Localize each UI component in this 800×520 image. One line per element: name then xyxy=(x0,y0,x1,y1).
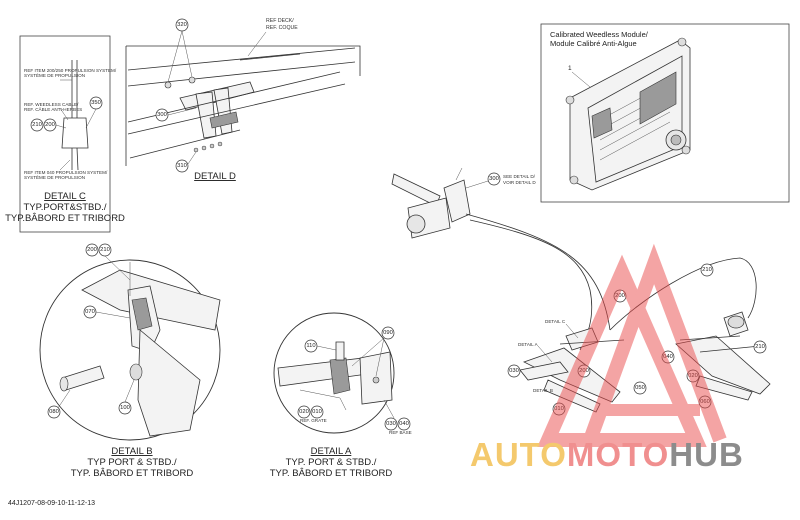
detail-a-panel: REF. GRATE REF BASE 090 110 020 010 030 … xyxy=(270,312,412,479)
detail-d-callout-320: 320 xyxy=(177,22,187,28)
detail-d-screws xyxy=(164,76,223,153)
detail-a-callout-010: 010 xyxy=(312,409,322,415)
detail-b-callout-200: 200 xyxy=(87,247,97,253)
detail-c-callout-210: 210 xyxy=(32,122,42,128)
watermark-logo-mark xyxy=(537,243,727,447)
detail-d-callout-310: 310 xyxy=(177,163,187,169)
detail-c-callout-200: 200 xyxy=(45,122,55,128)
detail-a-callout-040: 040 xyxy=(399,421,409,427)
detail-d-ref-line2: REF. COQUE xyxy=(266,25,298,31)
assembly-label-detail-b: DETAIL B xyxy=(533,388,553,393)
detail-c-ref-bot-2: SYSTÈME DE PROPULSION xyxy=(24,174,85,180)
detail-a-callout-020: 020 xyxy=(299,409,309,415)
assembly-label-detail-c: DETAIL C xyxy=(545,319,566,324)
detail-c-panel: REF ITEM 200/250 PROPULSION SYSTEM/ SYST… xyxy=(5,35,125,233)
detail-c-ref-mid-1: REF. WEEDLESS CABLE/ xyxy=(24,102,79,107)
detail-b-callout-070: 070 xyxy=(85,309,95,315)
detail-d-panel: REF DECK/ REF. COQUE 320 300 310 DETAIL … xyxy=(125,18,361,182)
detail-d-caption: DETAIL D xyxy=(194,171,236,182)
detail-a-callout-030: 030 xyxy=(386,421,396,427)
detail-c-caption: DETAIL C xyxy=(44,191,86,202)
assembly-see-detail-1: SEE DETAIL D/ xyxy=(503,174,536,179)
detail-d-ref-line1: REF DECK/ xyxy=(266,18,294,24)
detail-b-line2: TYP PORT & STBD./ xyxy=(87,457,177,468)
assembly-callout-210-top: 210 xyxy=(702,267,712,273)
detail-c-line3: TYP.BÂBORD ET TRIBORD xyxy=(5,213,125,224)
detail-d-callout-300: 300 xyxy=(157,112,167,118)
detail-b-callout-100: 100 xyxy=(120,405,130,411)
module-panel: Calibrated Weedless Module/ Module Calib… xyxy=(540,23,790,203)
assembly-callout-040: 040 xyxy=(663,354,673,360)
detail-c-ref-mid-2: REF. CÂBLE ANTI-HERBES xyxy=(24,106,82,112)
assembly-see-detail-2: VOIR DETAIL D xyxy=(503,180,536,185)
detail-b-caption: DETAIL B xyxy=(111,446,152,457)
detail-a-line2: TYP. PORT & STBD./ xyxy=(286,457,377,468)
detail-c-callout-350: 350 xyxy=(91,100,101,106)
assembly-callout-210-right: 210 xyxy=(755,344,765,350)
module-title-fr: Module Calibré Anti-Algue xyxy=(550,39,637,48)
module-title-en: Calibrated Weedless Module/ xyxy=(550,30,649,39)
detail-c-line2: TYP.PORT&STBD./ xyxy=(23,202,106,213)
detail-a-callout-110: 110 xyxy=(306,343,315,349)
watermark-part-auto: AUTO xyxy=(470,436,567,473)
assembly-callout-050: 050 xyxy=(635,385,645,391)
detail-c-ref-top-1: REF ITEM 200/250 PROPULSION SYSTEM/ xyxy=(24,68,117,73)
detail-c-ref-top-2: SYSTÈME DE PROPULSION xyxy=(24,72,85,78)
watermark-part-hub: HUB xyxy=(669,436,744,473)
assembly-callout-300: 300 xyxy=(489,176,499,182)
detail-b-panel: 200 210 070 080 100 DETAIL B TYP PORT & … xyxy=(39,243,221,479)
assembly-label-detail-a: DETAIL A xyxy=(518,342,539,347)
module-item-number: 1 xyxy=(568,65,572,72)
assembly-callout-200-top: 200 xyxy=(615,293,625,299)
detail-b-line3: TYP. BÂBORD ET TRIBORD xyxy=(71,468,194,479)
detail-a-ref-grate: REF. GRATE xyxy=(300,418,327,423)
detail-b-callout-080: 080 xyxy=(49,409,59,415)
assembly-callout-030: 030 xyxy=(509,368,519,374)
detail-a-callout-090: 090 xyxy=(383,330,393,336)
document-id: 44J1207-08-09-10-11-12-13 xyxy=(8,500,96,507)
detail-c-ref-bot-1: REF ITEM 040 PROPULSION SYSTEM/ xyxy=(24,170,108,175)
detail-a-caption: DETAIL A xyxy=(311,446,352,457)
watermark-text: AUTOMOTOHUB xyxy=(470,438,744,471)
detail-b-callout-210: 210 xyxy=(100,247,110,253)
watermark-part-moto: MOTO xyxy=(566,436,670,473)
detail-a-ref-base: REF BASE xyxy=(389,430,412,435)
detail-a-line3: TYP. BÂBORD ET TRIBORD xyxy=(270,468,393,479)
